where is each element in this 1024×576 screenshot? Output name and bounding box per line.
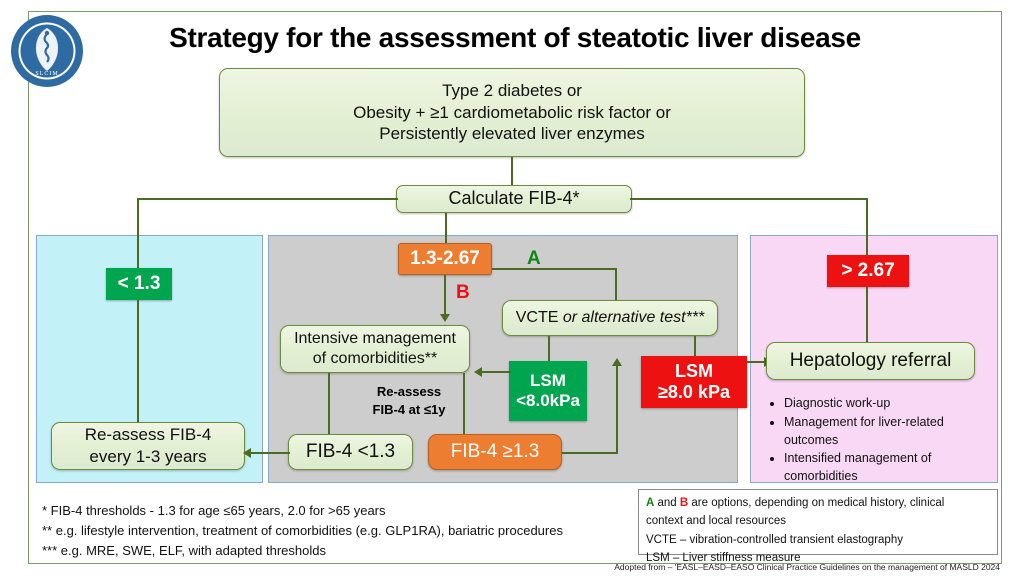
chip-fib4-mid: 1.3-2.67: [398, 243, 492, 275]
connector-fib4-low-to-reassess-years: [245, 452, 290, 454]
hepatology-bullets: Diagnostic work-up Management for liver-…: [768, 395, 983, 487]
entry-criteria-node: Type 2 diabetes or Obesity + ≥1 cardiome…: [219, 68, 805, 157]
footnotes: * FIB-4 thresholds - 1.3 for age ≤65 yea…: [42, 501, 642, 561]
legend-line-4: LSM – Liver stiffness measure: [646, 552, 801, 565]
source-credit: Adopted from – 'EASL–EASD–EASO Clinical …: [614, 562, 1000, 572]
footnote-3: *** e.g. MRE, SWE, ELF, with adapted thr…: [42, 543, 326, 559]
vcte-alt-label: or alternative test***: [562, 308, 705, 326]
connector-fib4-high-vertical: [616, 366, 618, 454]
svg-text:SLCIM: SLCIM: [35, 71, 58, 77]
fib4-low-node: FIB-4 <1.3: [288, 434, 413, 470]
entry-line-2: Obesity + ≥1 cardiometabolic risk factor…: [353, 102, 671, 122]
connector-intensive-to-fib4-high: [463, 373, 465, 434]
branch-label-b: B: [456, 282, 470, 303]
reassess-1y-line-1: Re-assess: [376, 384, 442, 399]
connector-a-horizontal: [492, 268, 617, 270]
chip-lsm-low: LSM <8.0kPa: [509, 361, 587, 421]
chip-fib4-high: > 2.67: [827, 255, 909, 287]
connector-down-to-high: [866, 198, 868, 255]
reassess-1-3-years-node: Re-assess FIB-4 every 1-3 years: [51, 422, 245, 470]
connector-low-to-reassess: [137, 300, 139, 422]
chip-fib4-low: < 1.3: [106, 268, 172, 300]
connector-down-to-mid: [445, 213, 447, 243]
legend-box: A and B are options, depending on medica…: [638, 489, 998, 564]
intensive-management-node: Intensive management of comorbidities**: [280, 325, 470, 373]
lsm-low-line-1: LSM: [530, 371, 566, 391]
hepatology-referral-node: Hepatology referral: [766, 342, 975, 380]
legend-line-1-rest: are options, depending on medical histor…: [688, 497, 945, 509]
connector-lsm-low-to-intensive: [481, 371, 511, 373]
entry-line-3: Persistently elevated liver enzymes: [379, 124, 645, 144]
bullet-item: Management for liver-related outcomes: [784, 414, 983, 450]
arrow-b-down: [440, 314, 450, 322]
connector-intensive-to-fib4-low: [328, 373, 330, 434]
intensive-line-1: Intensive management: [294, 329, 456, 347]
connector-vcte-to-lsm-low: [548, 336, 550, 361]
legend-option-a: A: [646, 497, 655, 509]
vcte-label: VCTE: [515, 308, 559, 326]
lsm-high-line-1: LSM: [675, 361, 713, 382]
legend-line-2: context and local resources: [646, 515, 786, 528]
vcte-node: VCTE or alternative test***: [502, 300, 718, 336]
legend-option-b: B: [679, 497, 689, 509]
connector-fib4-high-horizontal: [562, 452, 618, 454]
reassess-1y-line-2: FIB-4 at ≤1y: [372, 401, 446, 417]
arrow-back-to-vcte: [612, 358, 622, 366]
connector-b-vertical: [444, 275, 446, 315]
reassess-years-line-2: every 1-3 years: [89, 447, 207, 466]
chip-lsm-high: LSM ≥8.0 kPa: [641, 356, 747, 408]
connector-entry-to-calculate: [511, 157, 513, 185]
reassess-years-line-1: Re-assess FIB-4: [84, 425, 212, 445]
connector-bus-left: [137, 198, 398, 200]
branch-label-a: A: [527, 248, 541, 269]
page-title: Strategy for the assessment of steatotic…: [169, 22, 861, 53]
legend-line-3: VCTE – vibration-controlled transient el…: [646, 533, 903, 546]
entry-line-1: Type 2 diabetes or: [442, 80, 582, 100]
connector-a-vertical: [615, 268, 617, 300]
arrow-to-reassess-years: [243, 448, 251, 458]
intensive-line-2: of comorbidities**: [312, 350, 438, 367]
footnote-1: * FIB-4 thresholds - 1.3 for age ≤65 yea…: [42, 503, 386, 518]
connector-bus-right: [630, 198, 868, 200]
legend-line-1: A and B are options, depending on medica…: [646, 494, 990, 512]
arrow-to-intensive: [474, 367, 482, 377]
slcim-logo: SLCIM: [8, 12, 86, 90]
fib4-high-node: FIB-4 ≥1.3: [428, 434, 562, 470]
bullet-item: Intensified management of comorbidities: [784, 450, 983, 486]
connector-high-to-hepatology: [866, 287, 868, 342]
connector-lsm-high-to-hepatology: [747, 361, 766, 363]
connector-down-to-low: [137, 198, 139, 270]
footnote-2: ** e.g. lifestyle intervention, treatmen…: [42, 523, 563, 539]
lsm-low-line-2: <8.0kPa: [516, 391, 580, 410]
reassess-1y-label: Re-assess FIB-4 at ≤1y: [353, 383, 465, 418]
calculate-fib4-node: Calculate FIB-4*: [396, 185, 632, 213]
bullet-item: Diagnostic work-up: [784, 395, 983, 413]
lsm-high-line-2: ≥8.0 kPa: [658, 382, 730, 402]
connector-vcte-to-lsm-high: [694, 336, 696, 356]
legend-and: and: [654, 497, 680, 509]
